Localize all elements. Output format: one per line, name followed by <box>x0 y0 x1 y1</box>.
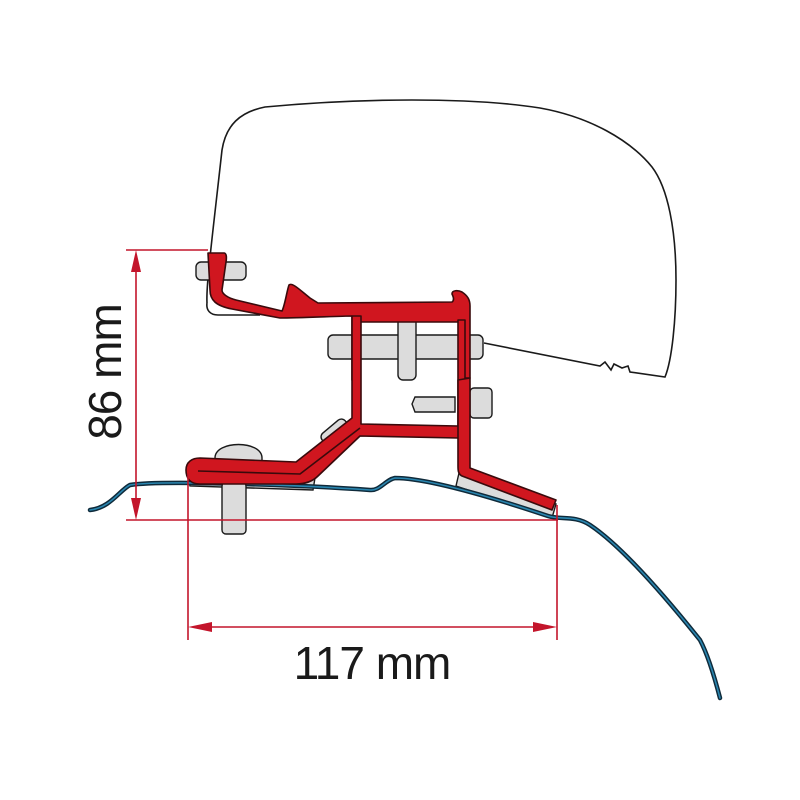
adapter-bracket <box>185 252 557 511</box>
width-arrow-right <box>533 622 557 632</box>
height-dimension-label: 86 mm <box>79 304 131 440</box>
width-arrow-left <box>188 622 212 632</box>
height-arrow-top <box>131 250 141 272</box>
roof-profile <box>87 475 723 701</box>
bolt-shank <box>221 481 247 535</box>
bolt-cross-vertical <box>397 313 417 381</box>
dimension-lines <box>126 249 558 640</box>
width-dimension-label: 117 mm <box>293 637 452 689</box>
pin-right <box>411 396 456 413</box>
nut-right <box>469 387 493 419</box>
height-arrow-bottom <box>131 498 141 520</box>
awning-housing <box>206 99 677 378</box>
